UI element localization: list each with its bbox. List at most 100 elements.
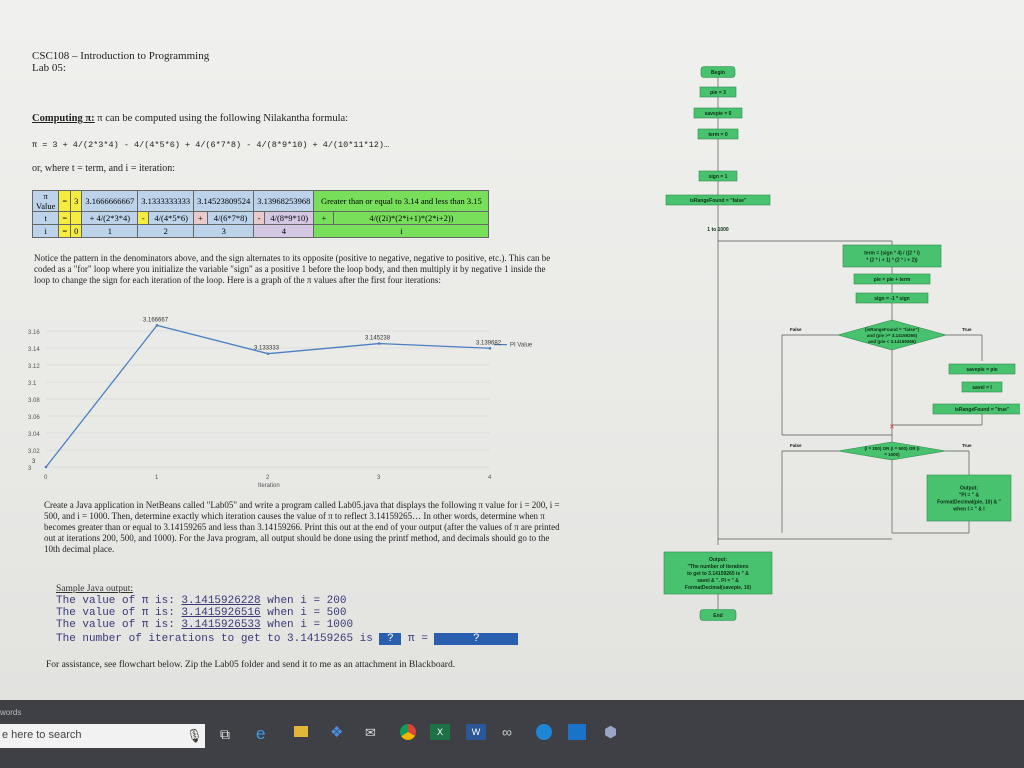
begin-terminal-label: Begin	[711, 70, 725, 76]
y-tick-label: 3.02	[28, 449, 40, 455]
table-cell: -	[253, 211, 266, 225]
task-view-icon[interactable]: ⧉	[220, 726, 230, 742]
end-terminal-label: End	[713, 613, 722, 619]
y-tick-label: 3.14	[28, 347, 40, 353]
sample-last-line: The number of iterations to get to 3.141…	[56, 633, 519, 645]
pi-output-box-label: Output:	[960, 486, 978, 492]
table-cell: =	[58, 211, 72, 225]
y-tick-label: 3.08	[28, 398, 40, 404]
pi-answer-box: ?	[434, 633, 519, 645]
cube-icon[interactable]: ⬢	[604, 724, 618, 741]
range-true-box-label: isRangeFound = "true"	[955, 407, 1010, 413]
table-cell: 2	[137, 224, 195, 238]
end-terminal	[699, 609, 737, 621]
sign-update-box	[855, 292, 929, 304]
pi-output-box	[926, 474, 1012, 522]
saveI-assign-box	[961, 381, 1003, 393]
excel-icon[interactable]: X	[430, 724, 450, 740]
final-output-box-label: "The number of iterations	[688, 564, 749, 570]
term-init-box-label: term = 0	[708, 132, 728, 138]
loop-label: 1 to 1000	[707, 227, 729, 233]
edge-icon[interactable]: e	[256, 724, 266, 743]
sample-heading: Sample Java output:	[56, 584, 134, 594]
table-cell: 3.1333333333	[137, 190, 195, 212]
sample-line: The value of π is: 3.1415926533 when i =…	[56, 619, 354, 631]
table-row: t = + 4/(2*3*4) - 4/(4*5*6) + 4/(6*7*8) …	[31, 211, 490, 225]
table-cell	[70, 211, 83, 225]
course-title: CSC108 – Introduction to Programming	[32, 50, 210, 62]
final-output-box-label: FormatDecimal(savepie, 10)	[685, 585, 751, 591]
false-label-2: False	[790, 443, 802, 448]
term-calc-box-label: term = (sign * 4) / ((2 * i)	[864, 251, 920, 257]
mail-icon[interactable]: ✉	[365, 725, 376, 740]
computing-text: π can be computed using the following Ni…	[94, 113, 349, 124]
table-cell: Greater than or equal to 3.14 and less t…	[313, 190, 490, 212]
iteration-decision-label: (i = 200) OR (i = 500) OR (i	[864, 446, 919, 451]
lab-title: Lab 05:	[32, 62, 66, 74]
iteration-decision	[837, 441, 947, 461]
final-output-box	[663, 551, 773, 595]
data-point	[44, 465, 48, 469]
legend-label: PI Value	[510, 343, 533, 349]
pie-init-box-label: pie = 3	[710, 90, 726, 96]
term-calc-box-label: * (2 * i + 1) * (2 * i + 2))	[866, 258, 917, 264]
data-label: 3.166667	[143, 317, 169, 323]
file-explorer-icon[interactable]	[294, 726, 308, 737]
range-decision-label: and (pie >= 3.14159265)	[867, 333, 918, 338]
final-output-box-label: Output:	[709, 557, 727, 563]
notice-paragraph: Notice the pattern in the denominators a…	[34, 253, 551, 285]
data-label: 3.139682	[476, 340, 502, 346]
assist-text: For assistance, see flowchart below. Zip…	[46, 660, 456, 670]
pi-output-box-label: when I = " & I	[952, 507, 985, 513]
range-init-box	[665, 194, 771, 206]
outlook-icon[interactable]	[568, 724, 586, 740]
y-tick-label: 3	[28, 466, 32, 472]
data-point	[377, 342, 381, 345]
sign-init-box-label: sign = 1	[709, 174, 728, 180]
chrome-icon[interactable]	[400, 724, 416, 740]
microphone-icon[interactable]: 🎙	[186, 728, 203, 743]
table-cell: -	[137, 211, 150, 225]
pi-output-box-label: FormatDecimal(pie, 10) & "	[937, 500, 1001, 506]
word-icon[interactable]: W	[466, 724, 486, 740]
x-tick-label: 2	[266, 475, 270, 481]
true-label-2: True	[962, 443, 972, 448]
sign-update-box-label: sign = -1 * sign	[874, 296, 909, 302]
table-cell: +	[193, 211, 208, 225]
range-decision-label: and (pie < 3.14159266)	[868, 339, 916, 344]
infinity-icon[interactable]: ∞	[502, 724, 512, 740]
table-cell: 4/(8*9*10)	[264, 211, 315, 225]
x-tick-label: 1	[155, 475, 159, 481]
range-decision	[836, 319, 948, 351]
table-cell: 4/((2i)*(2*i+1)*(2*i+2))	[333, 211, 490, 225]
sample-output: Sample Java output: The value of π is: 3…	[56, 583, 519, 645]
dropbox-icon[interactable]: ❖	[330, 724, 344, 741]
table-cell: =	[58, 190, 72, 212]
table-cell: i	[313, 224, 490, 238]
y-tick-label: 3.04	[28, 432, 40, 438]
range-init-box-label: isRangeFound = "false"	[690, 198, 747, 204]
pi-output-box-label: "PI = " &	[959, 493, 980, 499]
y-tick-label: 3.16	[28, 330, 40, 336]
saveI-assign-box-label: saveI = I	[972, 385, 992, 391]
table-cell: =	[58, 224, 72, 238]
table-cell: +	[313, 211, 335, 225]
search-box[interactable]: e here to search 🎙	[0, 724, 205, 748]
computing-line: Computing π: π can be computed using the…	[32, 113, 348, 124]
final-output-box-label: to get to 3.14159265 is " &	[687, 571, 749, 577]
formula: π = 3 + 4/(2*3*4) - 4/(4*5*6) + 4/(6*7*8…	[32, 140, 390, 150]
data-point	[488, 346, 492, 350]
false-label: False	[790, 327, 802, 332]
app-circle-icon[interactable]	[536, 724, 552, 740]
sample-line: The value of π is: 3.1415926228 when i =…	[56, 595, 347, 607]
x-tick-label: 4	[488, 475, 492, 481]
table-cell: + 4/(2*3*4)	[81, 211, 139, 225]
where-text: or, where t = term, and i = iteration:	[32, 163, 176, 174]
pie-init-box	[699, 86, 737, 98]
data-label: 3.133333	[254, 346, 280, 352]
create-paragraph: Create a Java application in NetBeans ca…	[44, 500, 560, 554]
savepie-assign-box	[948, 363, 1016, 375]
